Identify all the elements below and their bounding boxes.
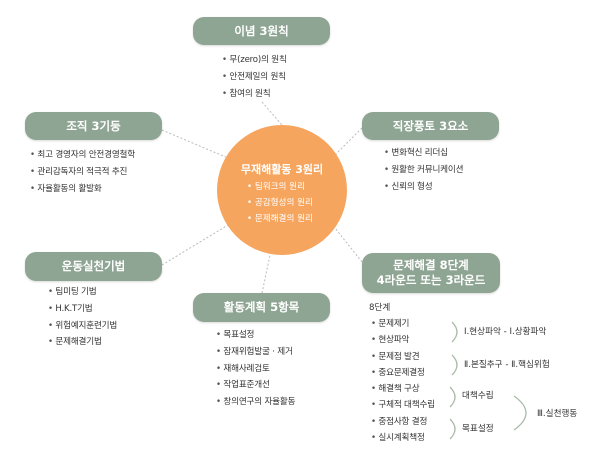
list-item: 목표설정: [216, 327, 295, 344]
culture-title: 직장풍토 3요소: [362, 112, 499, 140]
center-list: 팀워크의 원리 공감형성의 원리 문제해결의 원리: [247, 179, 313, 227]
problem-list: 문제제기 현상파악 문제점 발견 중요문제결정 해결책 구상 구체적 대책수립 …: [371, 316, 435, 446]
connector-top-left: [161, 129, 229, 159]
list-item: 공감형성의 원리: [247, 195, 313, 211]
list-item: H.K.T기법: [48, 301, 117, 318]
problem-title-line1: 문제해결 8단계: [393, 258, 469, 272]
group-label: Ⅱ.본질추구 - Ⅱ.핵심위험: [464, 360, 550, 370]
list-item: 팀미팅 기법: [48, 284, 117, 301]
list-item: 문제제기: [371, 316, 435, 332]
list-item: 잠재위험발굴 · 제거: [216, 344, 295, 361]
list-item: 재해사례검토: [216, 361, 295, 378]
list-item: 문제해결의 원리: [247, 211, 313, 227]
list-item: 현상파악: [371, 332, 435, 348]
bracket-1: [451, 321, 458, 343]
list-item: 관리감독자의 적극적 추진: [30, 164, 135, 181]
list-item: 중요문제결정: [371, 365, 435, 381]
bracket-4: [449, 418, 456, 440]
pillars-title: 조직 3기둥: [25, 112, 162, 140]
list-item: 위험예지훈련기법: [48, 318, 117, 335]
principles-list: 무(zero)의 원칙 안전제일의 원칙 참여의 원칙: [222, 52, 287, 103]
list-item: 무(zero)의 원칙: [222, 52, 286, 69]
plan-title: 활동계획 5항목: [193, 293, 330, 322]
techniques-title: 운동실천기법: [25, 252, 162, 281]
connector-top: [261, 101, 283, 126]
list-item: 문제해결기법: [48, 334, 117, 351]
pillars-list: 최고 경영자의 안전경영철학 관리감독자의 적극적 추진 자율활동의 활발화: [30, 147, 135, 197]
list-item: 해결책 구상: [371, 381, 435, 397]
list-item: 자율활동의 활발화: [30, 181, 135, 198]
list-item: 문제점 발견: [371, 349, 435, 365]
group-label: 목표설정: [462, 424, 494, 434]
techniques-list: 팀미팅 기법 H.K.T기법 위험예지훈련기법 문제해결기법: [48, 284, 117, 351]
center-title: 무재해활동 3원리: [240, 163, 324, 176]
connector-bottom-left: [161, 224, 229, 266]
group-label: 대책수립: [462, 391, 494, 401]
problem-title-line2: 4라운드 또는 3라운드: [376, 273, 486, 287]
connector-top-right: [334, 127, 363, 156]
center-circle: 무재해활동 3원리 팀워크의 원리 공감형성의 원리 문제해결의 원리: [217, 125, 347, 255]
connector-bottom: [261, 254, 271, 294]
group-label: Ⅲ.실천행동: [537, 409, 578, 419]
list-item: 구체적 대책수립: [371, 397, 435, 413]
bracket-2: [451, 354, 458, 376]
list-item: 변화혁신 리더십: [384, 145, 463, 162]
list-item: 창의연구의 자율활동: [216, 394, 295, 411]
bracket-5: [513, 395, 527, 431]
list-item: 팀워크의 원리: [247, 179, 313, 195]
principles-title: 이념 3원칙: [193, 17, 330, 45]
list-item: 참여의 원칙: [222, 86, 287, 103]
problem-subtitle: 8단계: [369, 303, 391, 313]
plan-list: 목표설정 잠재위험발굴 · 제거 재해사례검토 작업표준개선 창의연구의 자율활…: [216, 327, 295, 411]
list-item: 원활한 커뮤니케이션: [384, 162, 463, 179]
list-item: 실시계획책정: [371, 430, 435, 446]
problem-title: 문제해결 8단계 4라운드 또는 3라운드: [362, 253, 500, 293]
list-item: 안전제일의 원칙: [222, 69, 287, 86]
list-item: 중점사항 결정: [371, 414, 435, 430]
culture-list: 변화혁신 리더십 원활한 커뮤니케이션 신뢰의 형성: [384, 145, 463, 195]
list-item: 최고 경영자의 안전경영철학: [30, 147, 135, 164]
bracket-3: [449, 386, 456, 408]
group-label: Ⅰ.현상파악 - Ⅰ.상황파악: [464, 327, 547, 337]
list-item: 작업표준개선: [216, 377, 295, 394]
list-item: 신뢰의 형성: [384, 179, 463, 196]
connector-bottom-right: [334, 227, 363, 263]
